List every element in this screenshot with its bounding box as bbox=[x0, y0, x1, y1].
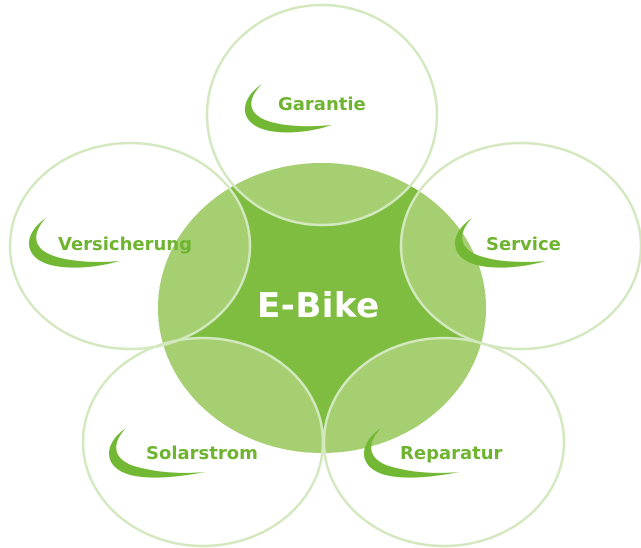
label-garantie: Garantie bbox=[278, 94, 366, 115]
label-reparatur: Reparatur bbox=[400, 443, 503, 464]
outer-circles bbox=[8, 3, 641, 548]
swoosh-icon bbox=[108, 428, 206, 478]
label-versicherung: Versicherung bbox=[58, 234, 192, 255]
circle-versicherung bbox=[8, 141, 252, 351]
swoosh-icon bbox=[363, 428, 460, 478]
swoosh-icon bbox=[28, 218, 120, 268]
circle-reparatur bbox=[322, 336, 566, 548]
label-solarstrom: Solarstrom bbox=[146, 443, 258, 464]
circle-service bbox=[399, 141, 641, 351]
center-label: E-Bike bbox=[257, 286, 380, 326]
circle-garantie bbox=[205, 3, 439, 227]
swoosh-icon bbox=[454, 218, 546, 268]
label-service: Service bbox=[486, 234, 561, 255]
swoosh-icon bbox=[244, 84, 332, 133]
swoosh-icons bbox=[28, 84, 546, 478]
